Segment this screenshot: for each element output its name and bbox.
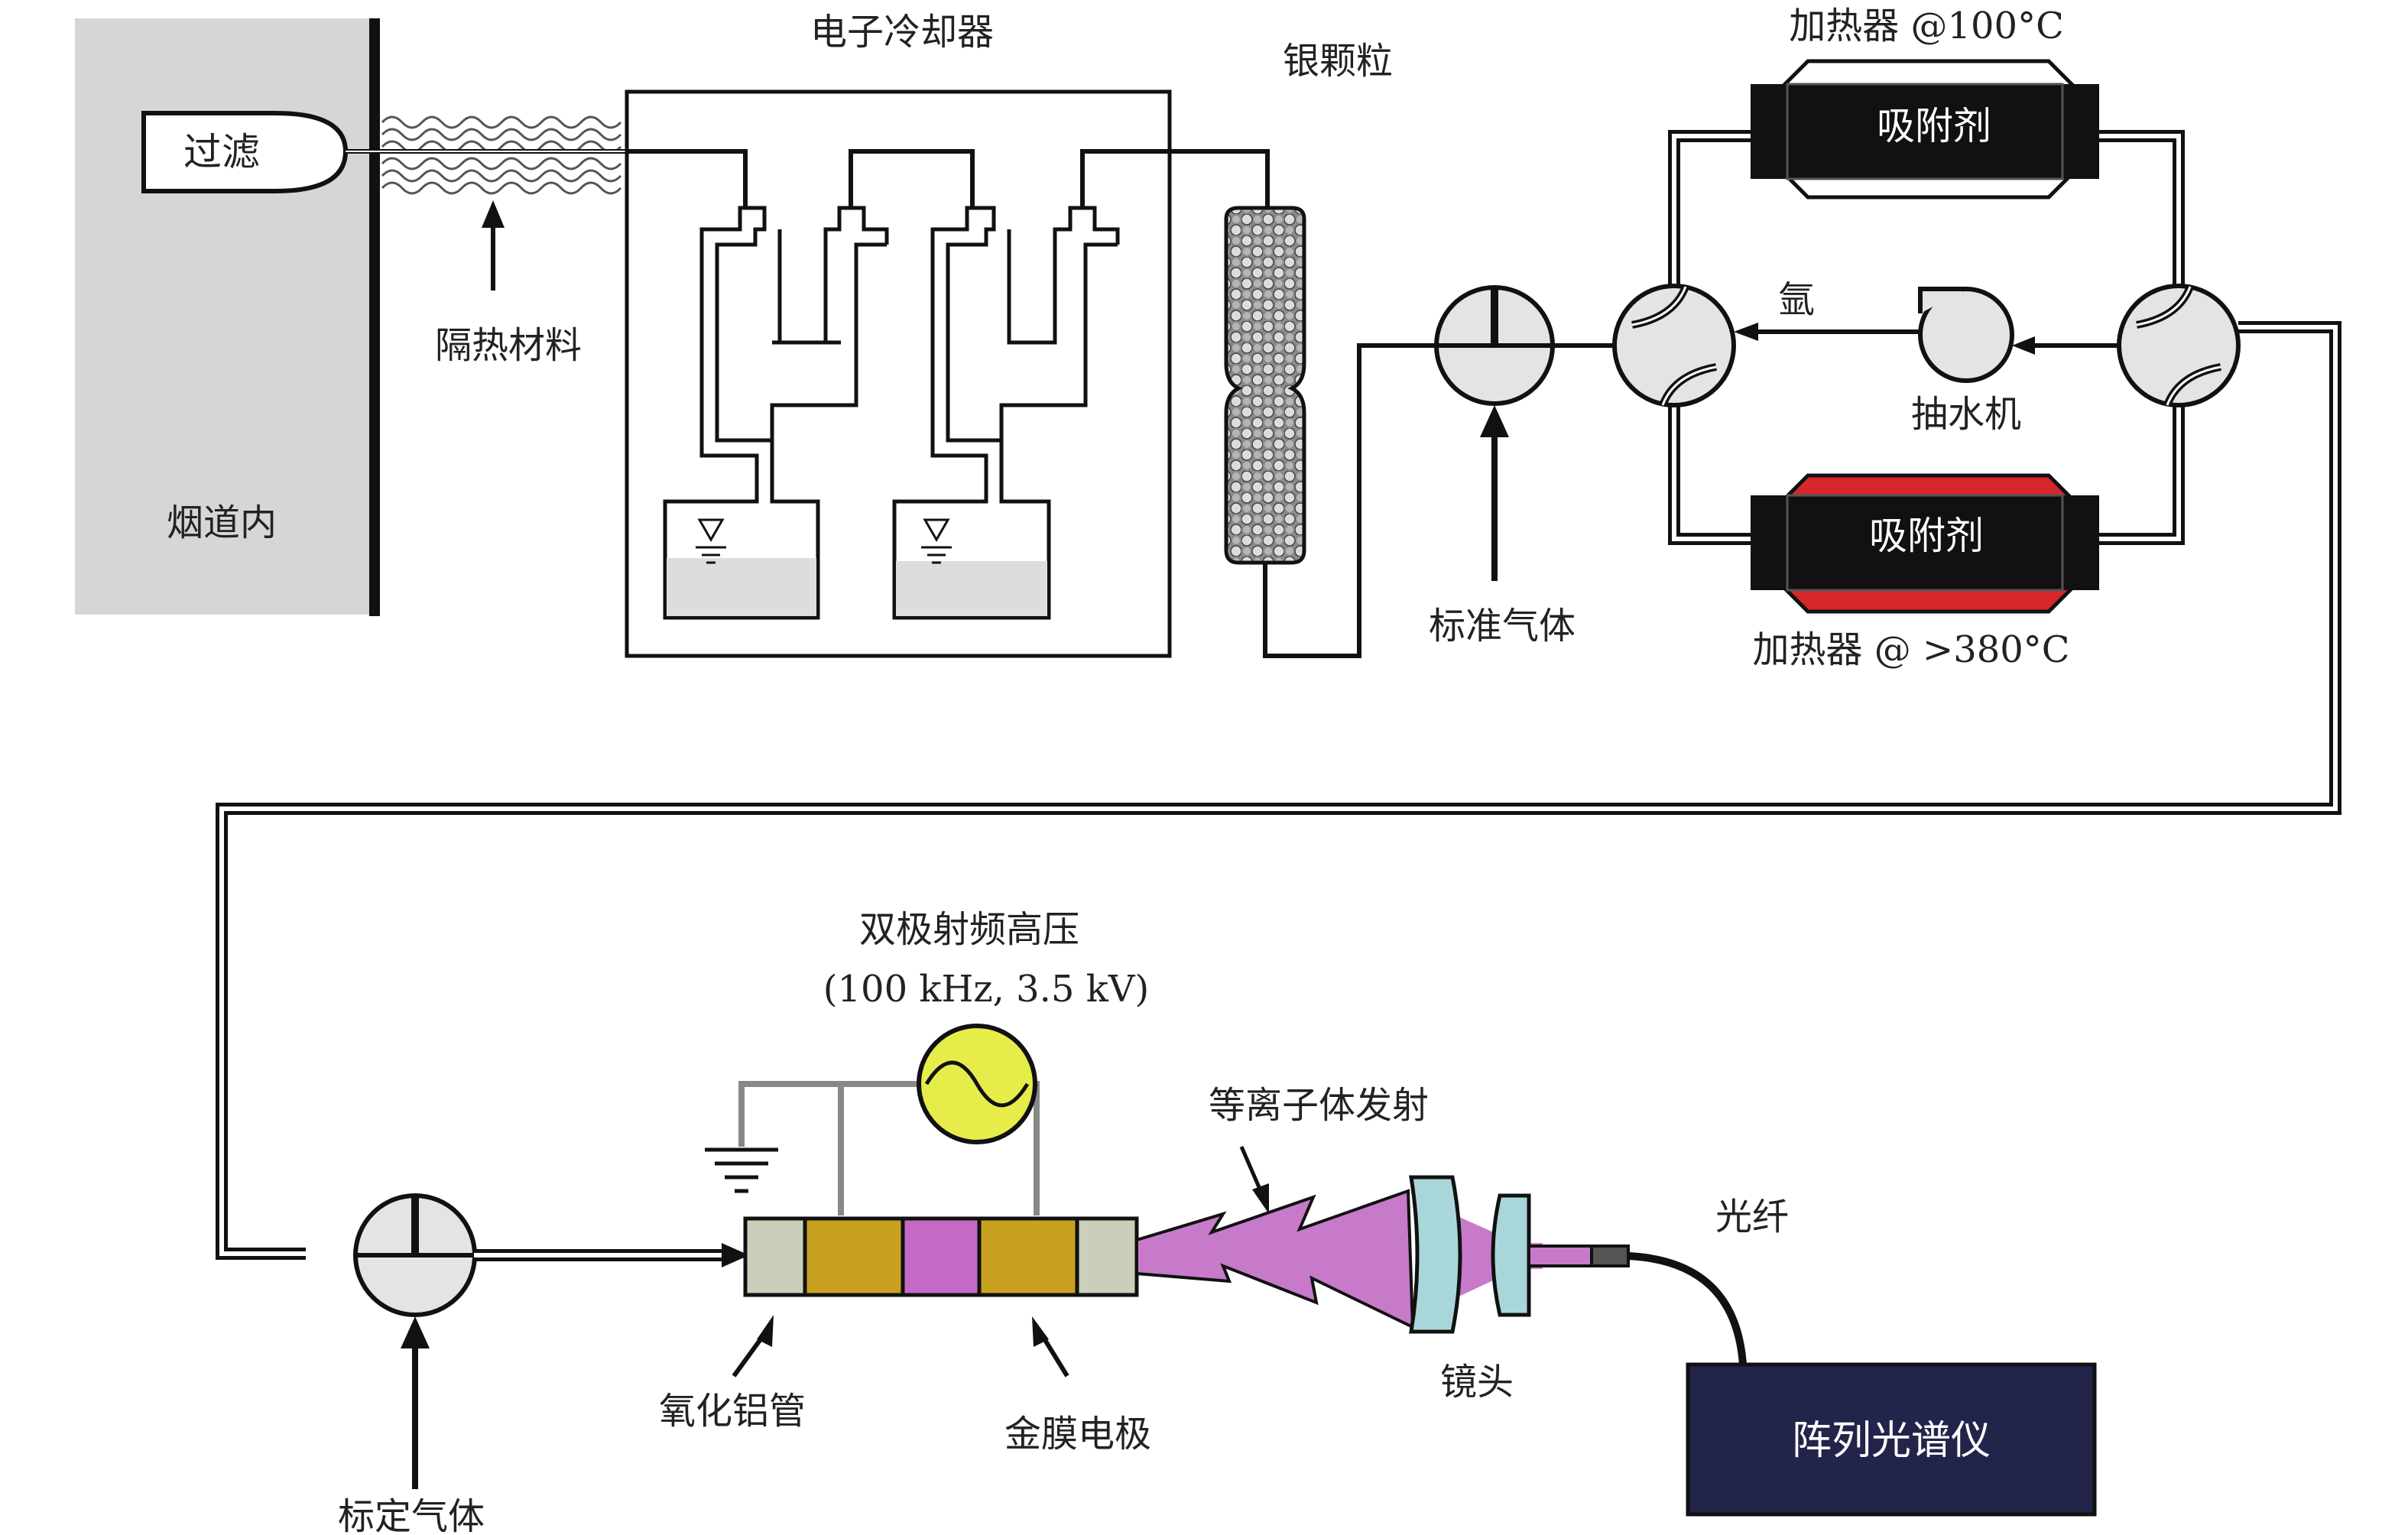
filter-label: 过滤 [183,130,260,174]
plasma-emission-arrow [1239,1146,1264,1193]
standard-gas-label: 标准气体 [1429,605,1576,647]
spectrometer-label: 阵列光谱仪 [1792,1418,1991,1464]
insulation [381,115,622,195]
rf-spec-label: (100 kHz, 3.5 kV) [823,968,1149,1011]
fiber-connector [1527,1245,1598,1267]
silver-particles-label: 银颗粒 [1283,40,1393,83]
insulation-label: 隔热材料 [435,324,582,367]
standard-gas-valve [1434,285,1555,406]
alumina-tube-arrow [732,1332,767,1378]
lens-icon [1409,1175,1531,1334]
calibration-gas-label: 标定气体 [338,1495,485,1535]
optical-fiber-label: 光纤 [1715,1196,1789,1238]
rf-title-label: 双极射频高压 [859,908,1079,951]
adsorbent-top [1751,84,2099,179]
argon-label: 氩 [1778,278,1815,321]
plasma-emission-label: 等离子体发射 [1209,1084,1429,1127]
calibration-gas-valve [353,1193,477,1317]
condenser-1 [663,206,889,620]
silver-particles-column [1224,206,1306,565]
pump-label: 抽水机 [1911,393,2021,436]
plasma-emission [1135,1189,1415,1330]
stack-inside-label: 烟道内 [167,501,277,544]
optical-fiber [1628,1252,1747,1365]
ground-icon [705,1147,778,1193]
rf-source-icon [917,1024,1037,1144]
gold-electrode-label: 金膜电极 [1004,1413,1151,1455]
condenser-2 [892,206,1120,620]
gold-electrode-arrow [1040,1335,1069,1378]
alumina-tube [743,1216,1139,1297]
adsorbent-bottom-label: 吸附剂 [1869,514,1984,558]
adsorbent-top-label: 吸附剂 [1877,104,1991,148]
adsorbent-bottom [1751,495,2099,590]
spectrometer-box [1686,1362,2097,1517]
filter-probe [141,111,349,193]
pump-icon [1918,287,2014,383]
lens-label: 镜头 [1440,1361,1514,1404]
heater-top-label: 加热器 @100°C [1789,5,2064,47]
switching-valve-right [2117,284,2241,407]
electronic-cooler-label: 电子冷却器 [810,11,994,54]
heater-bottom-label: 加热器 @ >380°C [1752,628,2069,671]
alumina-tube-label: 氧化铝管 [659,1390,806,1433]
electronic-cooler-box [625,89,1172,658]
switching-valve-left [1612,284,1736,407]
